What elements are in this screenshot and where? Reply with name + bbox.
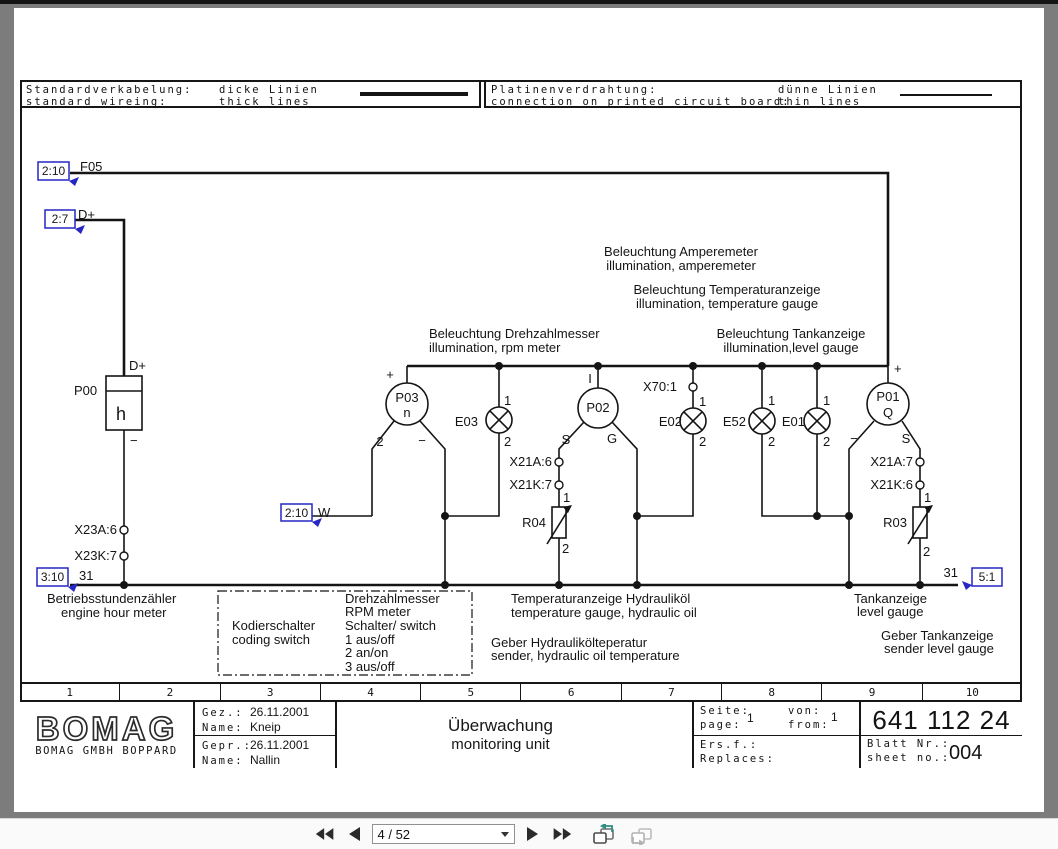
svg-text:5:1: 5:1 (979, 570, 996, 584)
column-number: 7 (622, 684, 723, 700)
column-number: 2 (120, 684, 221, 700)
previous-page-button[interactable] (346, 824, 363, 844)
next-view-icon (630, 827, 652, 845)
page-info-cell: Seite: page: 1 von: from: 1 Ers.f.: Repl… (694, 702, 861, 768)
company-name: BOMAG GMBH BOPPARD (35, 744, 178, 757)
svg-text:2:7: 2:7 (52, 212, 69, 226)
previous-page-icon (348, 827, 360, 841)
svg-text:2:10: 2:10 (285, 506, 309, 520)
blatt-label: Blatt Nr.: (867, 738, 951, 750)
gez-date: 26.11.2001 (250, 705, 310, 719)
column-number: 4 (321, 684, 422, 700)
thick-line-sample (360, 92, 468, 96)
first-page-button[interactable] (313, 824, 337, 844)
window-top-edge (0, 0, 1058, 4)
from-label: from: (788, 719, 830, 731)
legend-right-style: dünne Linien thin lines (778, 84, 878, 108)
sheet-number: 004 (949, 742, 983, 764)
replaces-label: Replaces: (700, 753, 775, 765)
drawing-title-en: monitoring unit (451, 736, 550, 753)
bomag-logo: BOMAG (35, 709, 178, 747)
gepr-label: Gepr.: (202, 740, 252, 752)
next-view-button[interactable] (627, 822, 656, 847)
page-value: 1 (747, 711, 754, 725)
column-number: 9 (822, 684, 923, 700)
ersf-label: Ers.f.: (700, 739, 759, 751)
ref-link-dplus[interactable]: 2:7 (44, 209, 85, 234)
column-number: 1 (20, 684, 121, 700)
document-number: 641 112 24 (872, 705, 1011, 735)
viewer-toolbar: 4 / 52 (0, 818, 1058, 849)
ref-link-w[interactable]: 2:10 (280, 503, 322, 527)
last-page-button[interactable] (550, 824, 574, 844)
column-number: 8 (722, 684, 823, 700)
name-label: Name: (202, 722, 244, 734)
page-number-combobox[interactable]: 4 / 52 (371, 824, 515, 844)
ref-link-ground-left[interactable]: 3:10 (36, 567, 78, 592)
gepr-name: Nallin (250, 753, 281, 767)
column-index-row: 1 2 3 4 5 6 7 8 9 10 (20, 682, 1022, 700)
next-page-button[interactable] (524, 824, 541, 844)
column-number: 6 (521, 684, 622, 700)
legend-standard-wiring: Standardverkabelung: standard wireing: d… (20, 80, 481, 108)
title-block: BOMAG BOMAG GMBH BOPPARD Gez.: 26.11.2001… (20, 700, 1022, 768)
thin-line-sample (900, 94, 992, 96)
legend-pcb-wiring: Platinenverdrahtung: connection on print… (484, 80, 1022, 108)
previous-view-button[interactable] (589, 822, 618, 847)
seite-label: Seite: (700, 705, 750, 717)
drawing-frame (20, 80, 1022, 768)
legend-right-title: Platinenverdrahtung: connection on print… (491, 84, 791, 108)
ref-link-f05[interactable]: 2:10 (37, 161, 79, 186)
drawing-title-cell: Überwachung monitoring unit (337, 702, 694, 768)
previous-view-icon (592, 823, 614, 844)
ref-link-ground-right[interactable]: 5:1 (962, 567, 1003, 590)
svg-text:2:10: 2:10 (42, 164, 66, 178)
column-number: 5 (421, 684, 522, 700)
first-page-icon (315, 828, 333, 840)
name-label: Name: (202, 755, 244, 767)
author-cell: Gez.:26.11.2001 Name:Kneip Gepr.:26.11.2… (195, 702, 337, 768)
drawing-title-de: Überwachung (448, 716, 553, 735)
svg-text:3:10: 3:10 (41, 570, 65, 584)
sheet-label: sheet no.: (867, 752, 951, 764)
company-cell: BOMAG BOMAG GMBH BOPPARD (20, 702, 195, 768)
page-indicator: 4 / 52 (377, 826, 411, 842)
column-number: 10 (965, 685, 979, 699)
from-value: 1 (831, 710, 838, 724)
next-page-icon (526, 827, 538, 841)
von-label: von: (788, 705, 822, 717)
gepr-date: 26.11.2001 (250, 738, 310, 752)
legend-left-title: Standardverkabelung: standard wireing: (26, 84, 193, 108)
gez-label: Gez.: (202, 707, 244, 719)
chevron-down-icon (500, 831, 509, 837)
column-number: 3 (221, 684, 321, 700)
legend-left-style: dicke Linien thick lines (219, 84, 319, 108)
document-number-cell: 641 112 24 Blatt Nr.: sheet no.: 004 (861, 702, 1022, 768)
last-page-icon (553, 828, 571, 840)
page-label: page: (700, 719, 742, 731)
gez-name: Kneip (250, 720, 281, 734)
